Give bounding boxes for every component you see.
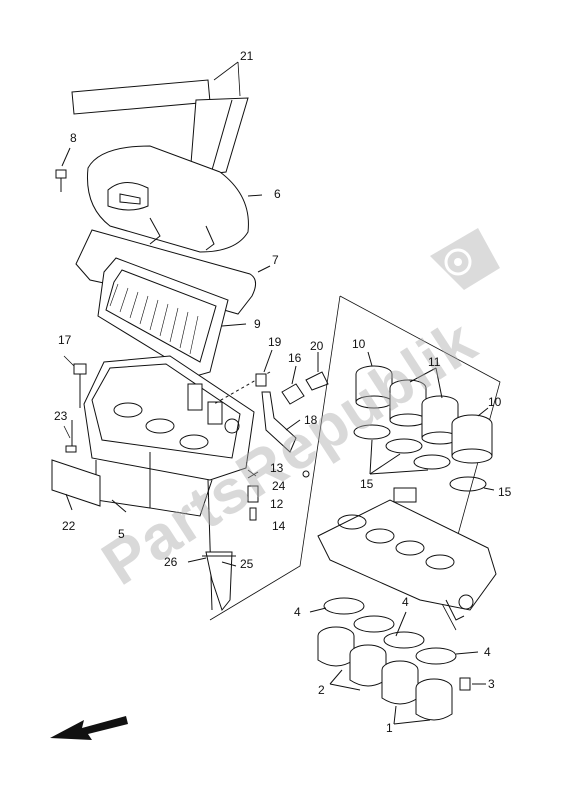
- callout-5[interactable]: 5: [118, 527, 125, 541]
- callout-12[interactable]: 12: [270, 497, 284, 511]
- air-filter-part-9: [97, 257, 247, 377]
- hose-parts-16-20: [255, 349, 329, 453]
- front-arrow-icon: [50, 716, 128, 740]
- callout-3[interactable]: 3: [488, 677, 495, 691]
- callout-7[interactable]: 7: [272, 253, 279, 267]
- funnels-parts-10-11: [355, 351, 493, 464]
- air-duct-part-21: [71, 79, 249, 177]
- callout-4-right[interactable]: 4: [484, 645, 491, 659]
- callout-15-right[interactable]: 15: [498, 485, 512, 499]
- callout-17[interactable]: 17: [58, 333, 72, 347]
- callout-16[interactable]: 16: [288, 351, 302, 365]
- callout-22[interactable]: 22: [62, 519, 76, 533]
- joints-parts-1-4: [309, 597, 486, 725]
- callout-6[interactable]: 6: [274, 187, 281, 201]
- callout-25[interactable]: 25: [240, 557, 254, 571]
- leader-lines: [63, 61, 257, 477]
- throttle-body-assembly: [317, 487, 497, 621]
- callout-4-middle[interactable]: 4: [402, 595, 409, 609]
- clip-part-23: [65, 420, 77, 453]
- callout-23[interactable]: 23: [54, 409, 68, 423]
- callout-11[interactable]: 11: [428, 355, 441, 369]
- gear-icon: [430, 228, 500, 290]
- callout-15-left[interactable]: 15: [360, 477, 374, 491]
- callout-10-left[interactable]: 10: [352, 337, 366, 351]
- seal-part-7: [75, 229, 271, 315]
- callout-1[interactable]: 1: [386, 721, 393, 735]
- callout-18[interactable]: 18: [304, 413, 318, 427]
- label-part-22: [51, 459, 101, 511]
- bolt-part-8: [55, 147, 71, 192]
- bracket-parts-25-26: [187, 551, 237, 612]
- callout-4-left[interactable]: 4: [294, 605, 301, 619]
- grommet-part-17: [73, 363, 87, 408]
- airbox-case-part-5: [83, 355, 271, 611]
- callout-8[interactable]: 8: [70, 131, 77, 145]
- callout-2[interactable]: 2: [318, 683, 325, 697]
- callout-13[interactable]: 13: [270, 461, 284, 475]
- callout-10-right[interactable]: 10: [488, 395, 502, 409]
- callout-20[interactable]: 20: [310, 339, 324, 353]
- callout-26[interactable]: 26: [164, 555, 178, 569]
- fittings-parts-12-14: [247, 470, 310, 521]
- callout-24[interactable]: 24: [272, 479, 286, 493]
- callout-9[interactable]: 9: [254, 317, 261, 331]
- clamps-part-15: [353, 424, 495, 492]
- callout-21[interactable]: 21: [240, 49, 254, 63]
- callout-19[interactable]: 19: [268, 335, 282, 349]
- callout-14[interactable]: 14: [272, 519, 286, 533]
- airbox-cover-part-6: [86, 145, 263, 253]
